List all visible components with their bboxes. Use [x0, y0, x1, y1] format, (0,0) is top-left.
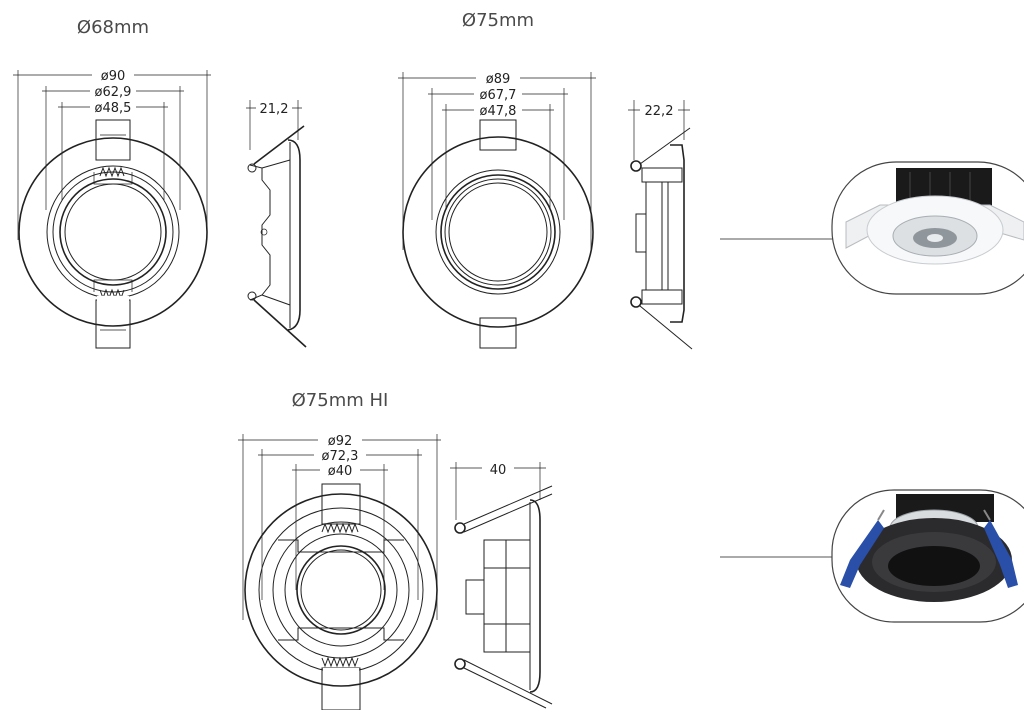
front-view: [402, 119, 594, 349]
front-view: [244, 483, 438, 710]
product-title: Ø75mm HI: [292, 390, 389, 411]
product-title: Ø75mm: [462, 10, 534, 31]
product-title: Ø68mm: [77, 17, 149, 38]
dim-outer: ø89: [486, 72, 511, 87]
front-dimensions: ø89 ø67,7 ø47,8: [398, 70, 596, 250]
dim-middle: ø72,3: [322, 449, 359, 464]
product-photo-white: [720, 161, 1024, 295]
dim-height: 21,2: [260, 102, 289, 117]
front-dimensions: ø92 ø72,3 ø40: [238, 432, 441, 620]
dim-outer: ø90: [101, 69, 126, 84]
side-view: 21,2: [246, 100, 307, 348]
dim-middle: ø62,9: [95, 85, 132, 100]
dim-inner: ø48,5: [95, 101, 132, 116]
side-view: 40: [450, 460, 553, 709]
side-view: 22,2: [628, 100, 693, 350]
dim-inner: ø40: [328, 464, 353, 479]
product-75mm: Ø75mm ø89 ø67,7 ø47,8: [398, 10, 1024, 350]
dim-middle: ø67,7: [480, 88, 517, 103]
dim-outer: ø92: [328, 434, 353, 449]
dim-height: 22,2: [645, 104, 674, 119]
front-view: [18, 119, 208, 349]
product-68mm: Ø68mm ø90 ø62,9 ø48,5: [13, 17, 307, 349]
dim-inner: ø47,8: [480, 104, 517, 119]
product-75mm-hi: Ø75mm HI ø92 ø72,3 ø40: [238, 390, 1024, 710]
front-dimensions: ø90 ø62,9 ø48,5: [13, 66, 211, 240]
dim-height: 40: [490, 463, 507, 478]
product-photo-black: [720, 489, 1024, 623]
